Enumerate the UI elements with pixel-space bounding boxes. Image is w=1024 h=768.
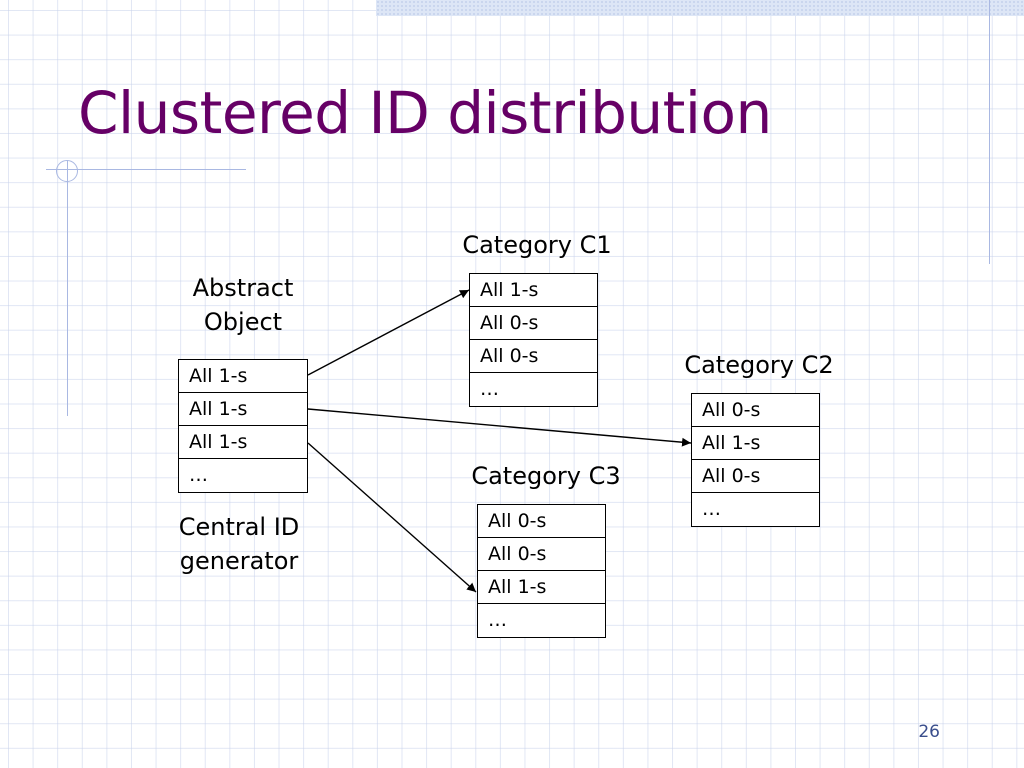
- source-cell-3: All 1-s: [179, 426, 307, 459]
- category-c2-table: All 0-s All 1-s All 0-s …: [691, 393, 820, 527]
- abstract-object-label-line1: Abstract: [192, 274, 294, 302]
- category-c2-label: Category C2: [684, 351, 834, 379]
- c3-cell-3: All 1-s: [478, 571, 605, 604]
- right-accent-line: [989, 0, 990, 264]
- title-underline: [46, 169, 246, 170]
- category-c3-table: All 0-s All 0-s All 1-s …: [477, 504, 606, 638]
- arrow-source-to-c1: [307, 289, 470, 376]
- category-c3-label: Category C3: [471, 462, 621, 490]
- arrow-source-to-c2: [307, 408, 692, 447]
- category-c1-table: All 1-s All 0-s All 0-s …: [469, 273, 598, 407]
- c2-cell-3: All 0-s: [692, 460, 819, 493]
- source-cell-2: All 1-s: [179, 393, 307, 426]
- source-id-table: All 1-s All 1-s All 1-s …: [178, 359, 308, 493]
- central-id-generator-label: Central ID generator: [139, 510, 339, 578]
- source-cell-1: All 1-s: [179, 360, 307, 393]
- left-accent-line: [67, 160, 68, 416]
- c1-cell-2: All 0-s: [470, 307, 597, 340]
- header-decoration-band: [376, 0, 1024, 16]
- abstract-object-label: Abstract Object: [163, 271, 323, 339]
- crosshair-decoration: [56, 160, 78, 182]
- central-id-generator-label-line2: generator: [179, 547, 299, 575]
- c1-cell-1: All 1-s: [470, 274, 597, 307]
- page-number: 26: [918, 722, 940, 742]
- c2-cell-2: All 1-s: [692, 427, 819, 460]
- source-cell-4: …: [189, 464, 208, 486]
- central-id-generator-label-line1: Central ID: [178, 513, 300, 541]
- c2-cell-1: All 0-s: [692, 394, 819, 427]
- c1-cell-4: …: [480, 378, 499, 400]
- c3-cell-2: All 0-s: [478, 538, 605, 571]
- slide-title: Clustered ID distribution: [78, 79, 772, 147]
- c3-cell-4: …: [488, 609, 507, 631]
- abstract-object-label-line2: Object: [203, 308, 283, 336]
- c2-cell-4: …: [702, 498, 721, 520]
- category-c1-label: Category C1: [462, 231, 612, 259]
- c1-cell-3: All 0-s: [470, 340, 597, 373]
- c3-cell-1: All 0-s: [478, 505, 605, 538]
